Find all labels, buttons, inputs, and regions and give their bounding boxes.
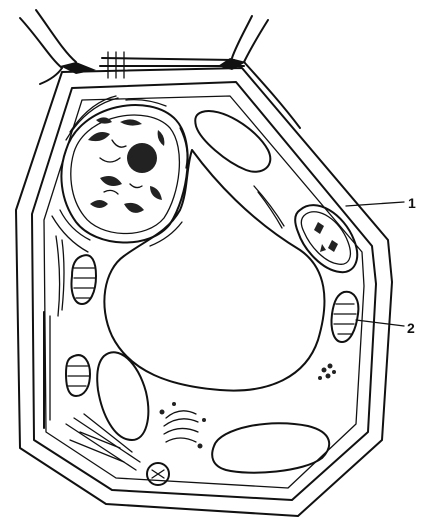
peroxisome (147, 463, 169, 485)
mitochondrion-left-upper (71, 255, 96, 304)
mitochondrion-left-lower (66, 355, 90, 396)
central-vacuole (104, 150, 324, 391)
golgi-apparatus (160, 402, 207, 449)
callout-label-2: 2 (407, 321, 415, 335)
peripheral-er (44, 236, 64, 428)
mitochondrion-right (331, 292, 358, 342)
leader-line-2 (356, 320, 404, 326)
plastid-top (195, 111, 270, 172)
nucleus (61, 105, 187, 242)
ribosome-cluster (318, 364, 336, 381)
vacuole-lower-left (97, 352, 148, 440)
microtubules (66, 414, 140, 470)
nucleolus (127, 143, 157, 173)
leader-line-1 (346, 202, 404, 206)
callout-label-1: 1 (408, 196, 416, 210)
chloroplast (295, 205, 357, 272)
